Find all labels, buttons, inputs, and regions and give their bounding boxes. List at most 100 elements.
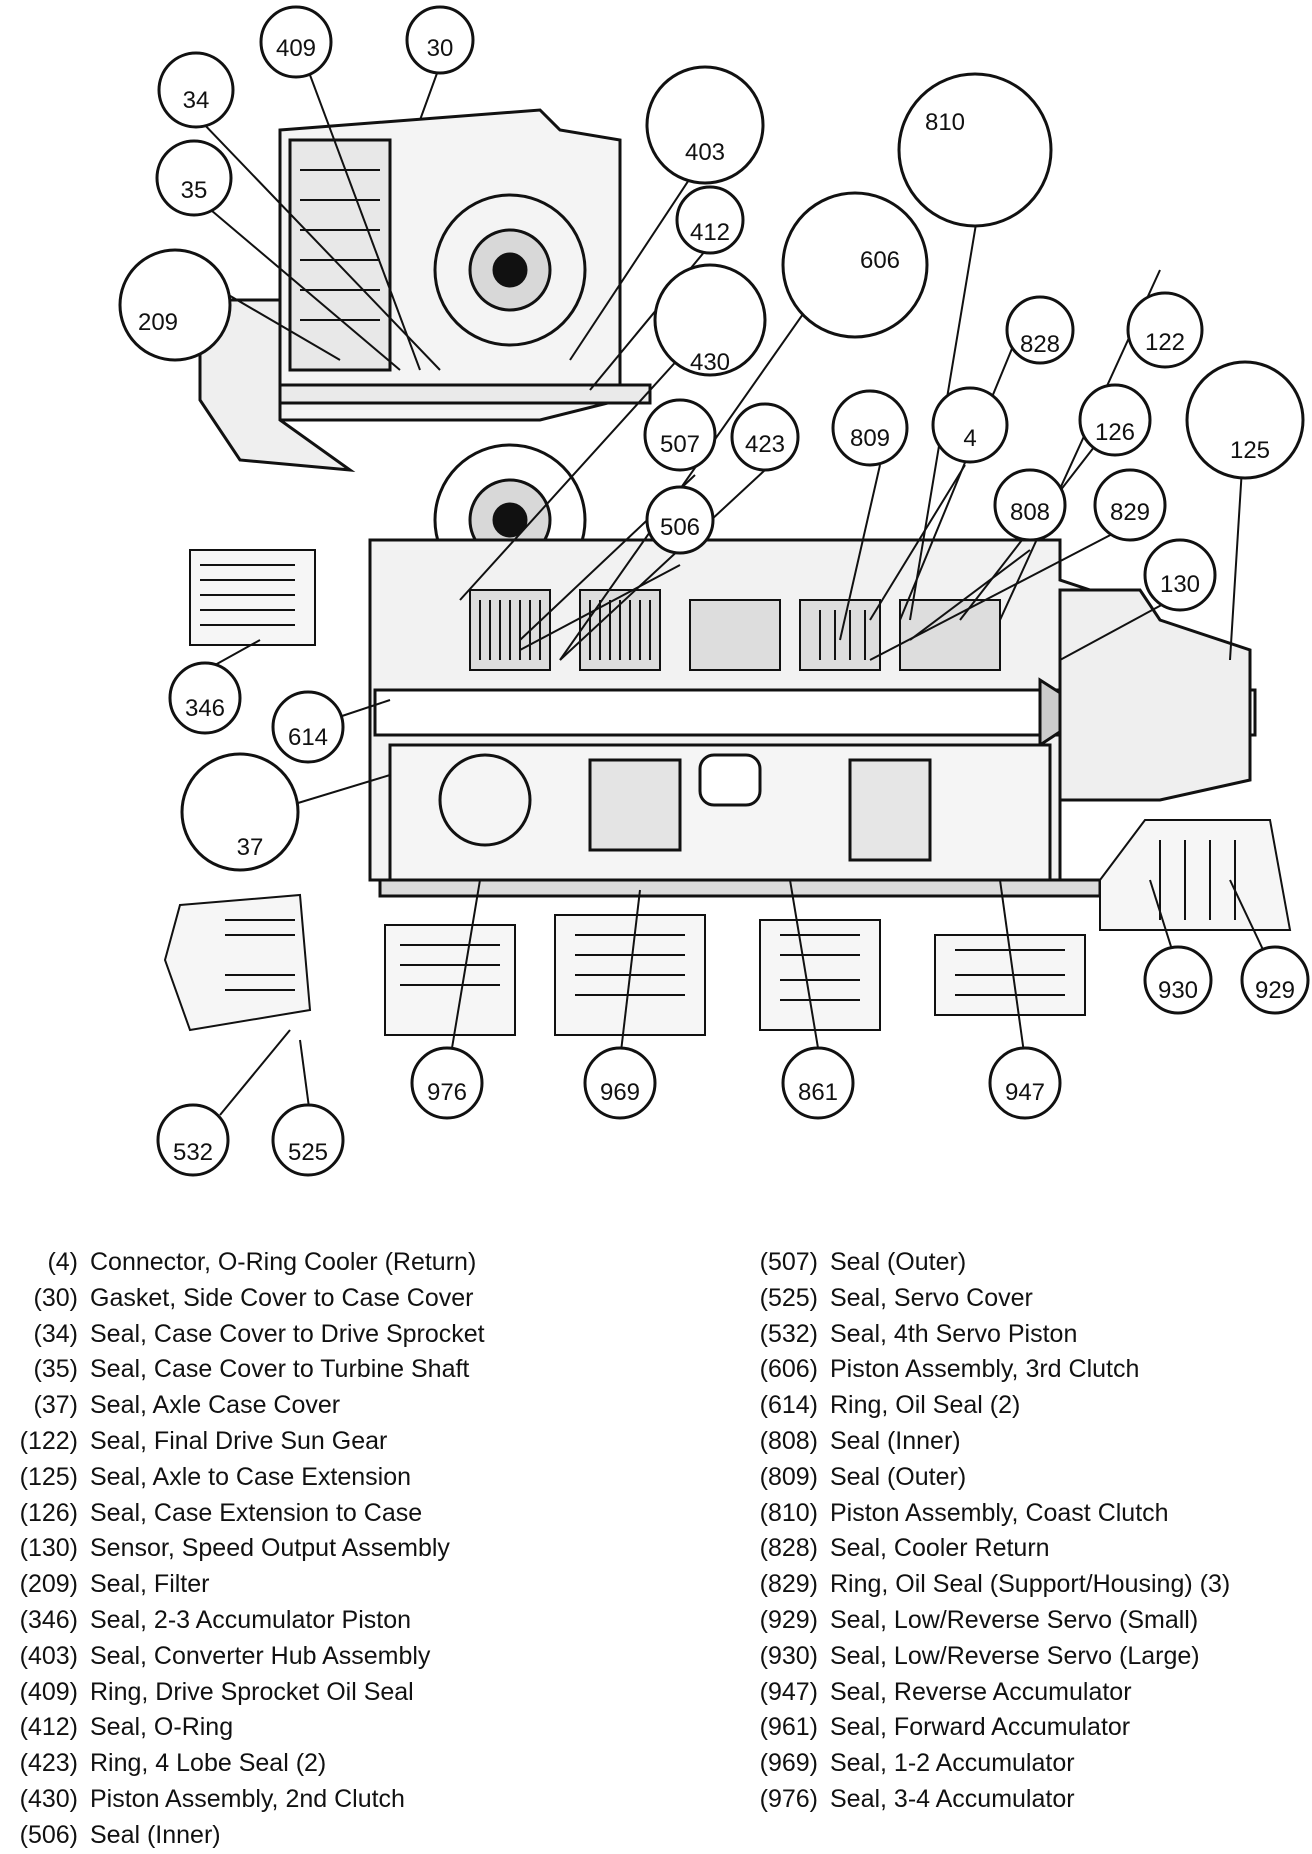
legend-row: (961)Seal, Forward Accumulator: [740, 1710, 1230, 1746]
legend-description: Seal, Low/Reverse Servo (Large): [830, 1641, 1200, 1670]
parts-legend-right: (507)Seal (Outer) (525) Seal, Servo Cover…: [740, 1245, 1231, 1818]
callout-507-label: 507: [660, 431, 700, 458]
legend-number: (430): [19, 1784, 78, 1813]
callout-409-label: 409: [276, 35, 316, 62]
callout-828-label: 828: [1020, 331, 1060, 358]
callout-423-label: 423: [745, 431, 785, 458]
legend-number: (507): [759, 1248, 818, 1276]
legend-description: Seal, 4th Servo Piston: [830, 1319, 1078, 1348]
callout-412-label: 412: [690, 219, 730, 246]
legend-row: (606) Piston Assembly, 3rd Clutch: [740, 1352, 1230, 1388]
legend-number: (30): [33, 1283, 78, 1312]
callout-829-circle: [1093, 468, 1167, 542]
callout-861-label: 861: [798, 1079, 838, 1106]
legend-row: (930)Seal, Low/Reverse Servo (Large): [740, 1639, 1230, 1675]
callout-930-label: 930: [1158, 977, 1198, 1004]
legend-row: (122)Seal, Final Drive Sun Gear: [0, 1424, 485, 1460]
callout-126-circle: [1078, 383, 1152, 457]
legend-number: (130): [19, 1534, 78, 1563]
legend-number: (423): [19, 1749, 78, 1778]
legend-number: (125): [19, 1462, 78, 1491]
legend-description: Seal, Axle to Case Extension: [90, 1462, 412, 1491]
legend-number: (35): [33, 1355, 78, 1384]
legend-row: (810)Piston Assembly, Coast Clutch: [740, 1496, 1230, 1532]
callout-125-label: 125: [1230, 437, 1270, 464]
legend-description: Seal, Reverse Accumulator: [830, 1677, 1132, 1706]
legend-row: (423) Ring, 4 Lobe Seal (2): [0, 1746, 485, 1782]
callout-30-label: 30: [427, 35, 454, 62]
callout-532-circle: [156, 1103, 230, 1177]
callout-810-circle: [897, 72, 1053, 228]
legend-description: Seal (Inner): [90, 1820, 221, 1849]
callout-614-label: 614: [288, 724, 328, 751]
callout-346-label: 346: [185, 695, 225, 722]
legend-description: Piston Assembly, 3rd Clutch: [830, 1355, 1140, 1384]
callout-34-circle: [157, 51, 235, 129]
callout-209-label: 209: [138, 309, 178, 336]
legend-description: Seal, Converter Hub Assembly: [90, 1641, 431, 1670]
legend-description: Ring, Drive Sprocket Oil Seal: [90, 1677, 414, 1706]
callout-525-label: 525: [288, 1139, 328, 1166]
callout-525-circle: [271, 1103, 345, 1177]
callout-929-label: 929: [1255, 977, 1295, 1004]
legend-description: Sensor, Speed Output Assembly: [90, 1534, 450, 1563]
legend-row: (532) Seal, 4th Servo Piston: [740, 1317, 1230, 1353]
callout-506-circle: [645, 485, 715, 555]
callout-810-label: 810: [925, 109, 965, 136]
legend-description: Seal, Servo Cover: [830, 1283, 1033, 1312]
legend-row: (507)Seal (Outer): [740, 1245, 1230, 1281]
callout-969-label: 969: [600, 1079, 640, 1106]
legend-row: (808)Seal (Inner): [740, 1424, 1230, 1460]
legend-row: (409)Ring, Drive Sprocket Oil Seal: [0, 1675, 485, 1711]
callout-346-circle: [168, 661, 242, 735]
legend-description: Ring, 4 Lobe Seal (2): [90, 1749, 327, 1778]
callout-828-circle: [1005, 295, 1075, 365]
legend-row: (125) Seal, Axle to Case Extension: [0, 1460, 485, 1496]
legend-description: Seal, 3-4 Accumulator: [830, 1784, 1075, 1813]
legend-row: (130) Sensor, Speed Output Assembly: [0, 1531, 485, 1567]
legend-row: (809)Seal (Outer): [740, 1460, 1230, 1496]
legend-number: (828): [759, 1534, 818, 1563]
legend-description: Seal, Cooler Return: [830, 1534, 1050, 1563]
callout-209-circle: [118, 248, 232, 362]
legend-description: Ring, Oil Seal (Support/Housing) (3): [830, 1570, 1231, 1599]
legend-number: (532): [759, 1319, 818, 1348]
legend-row: (346)Seal, 2-3 Accumulator Piston: [0, 1603, 485, 1639]
callout-808-label: 808: [1010, 499, 1050, 526]
legend-row: (969)Seal, 1-2 Accumulator: [740, 1746, 1230, 1782]
callout-35-label: 35: [181, 177, 208, 204]
callout-37-circle: [180, 752, 300, 872]
callout-606-label: 606: [860, 247, 900, 274]
legend-row: (412)Seal, O-Ring: [0, 1710, 485, 1746]
legend-description: Seal, Axle Case Cover: [90, 1391, 341, 1420]
transmission-assembly: [163, 108, 1292, 1036]
callout-130-label: 130: [1160, 571, 1200, 598]
callout-126-label: 126: [1095, 419, 1135, 446]
legend-description: Seal, Filter: [90, 1570, 210, 1599]
legend-number: (525): [759, 1283, 818, 1312]
legend-number: (209): [19, 1570, 78, 1599]
legend-description: Seal, O-Ring: [90, 1713, 234, 1742]
legend-description: Seal, Case Cover to Drive Sprocket: [90, 1319, 485, 1348]
legend-description: Gasket, Side Cover to Case Cover: [90, 1283, 474, 1312]
callout-122-label: 122: [1145, 329, 1185, 356]
legend-description: Ring, Oil Seal (2): [830, 1391, 1021, 1420]
legend-description: Connector, O-Ring Cooler (Return): [90, 1248, 477, 1276]
legend-row: (37)Seal, Axle Case Cover: [0, 1388, 485, 1424]
legend-row: (35)Seal, Case Cover to Turbine Shaft: [0, 1352, 485, 1388]
callout-34-label: 34: [183, 87, 210, 114]
callout-4-circle: [931, 386, 1009, 464]
legend-row: (126)Seal, Case Extension to Case: [0, 1496, 485, 1532]
callout-403-circle: [645, 65, 765, 185]
legend-row: (4)Connector, O-Ring Cooler (Return): [0, 1245, 485, 1281]
callout-37-label: 37: [237, 834, 264, 861]
legend-row: (829)Ring, Oil Seal (Support/Housing) (3…: [740, 1567, 1231, 1603]
legend-number: (961): [759, 1713, 818, 1742]
legend-number: (606): [759, 1355, 818, 1384]
legend-description: Seal, Final Drive Sun Gear: [90, 1426, 388, 1455]
callout-929-circle: [1240, 945, 1310, 1015]
callout-125-circle: [1185, 360, 1305, 480]
callout-930-circle: [1143, 945, 1213, 1015]
legend-row: (506)Seal (Inner): [0, 1818, 485, 1854]
callout-430-circle: [653, 263, 767, 377]
